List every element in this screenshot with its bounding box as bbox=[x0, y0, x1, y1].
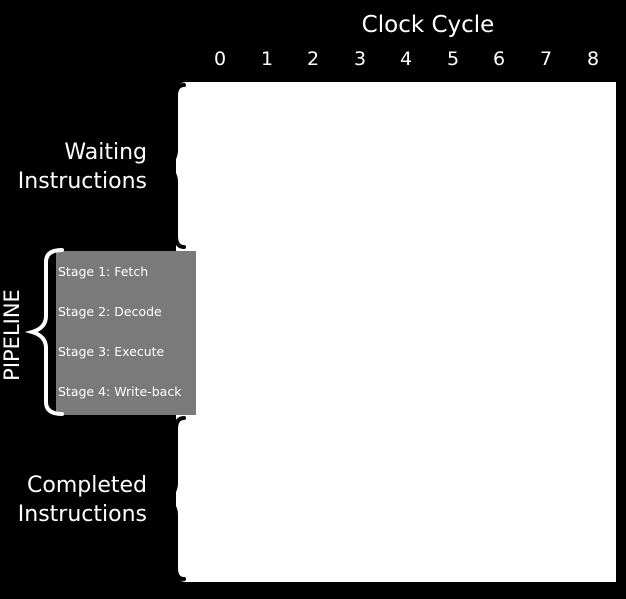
waiting-brace bbox=[157, 83, 186, 249]
completed-brace bbox=[157, 416, 186, 581]
pipeline-stages-box bbox=[56, 251, 196, 415]
clock-tick-3: 3 bbox=[353, 48, 367, 70]
clock-tick-4: 4 bbox=[399, 48, 413, 70]
clock-tick-5: 5 bbox=[446, 48, 460, 70]
clock-tick-8: 8 bbox=[586, 48, 600, 70]
pipeline-brace bbox=[24, 248, 64, 416]
clock-tick-7: 7 bbox=[539, 48, 553, 70]
completed-instructions-label: Completed Instructions bbox=[17, 473, 147, 527]
clock-tick-6: 6 bbox=[492, 48, 506, 70]
waiting-instructions-label: Waiting Instructions bbox=[17, 140, 147, 194]
clock-cycle-title: Clock Cycle bbox=[361, 12, 495, 38]
stage-fetch-label: Stage 1: Fetch bbox=[58, 264, 149, 279]
clock-tick-2: 2 bbox=[306, 48, 320, 70]
clock-tick-1: 1 bbox=[260, 48, 274, 70]
stage-decode-label: Stage 2: Decode bbox=[58, 304, 162, 319]
clock-tick-0: 0 bbox=[213, 48, 227, 70]
timing-diagram-panel bbox=[176, 82, 616, 582]
stage-writeback-label: Stage 4: Write-back bbox=[58, 384, 182, 399]
pipeline-label: PIPELINE bbox=[0, 289, 24, 381]
stage-execute-label: Stage 3: Execute bbox=[58, 344, 165, 359]
